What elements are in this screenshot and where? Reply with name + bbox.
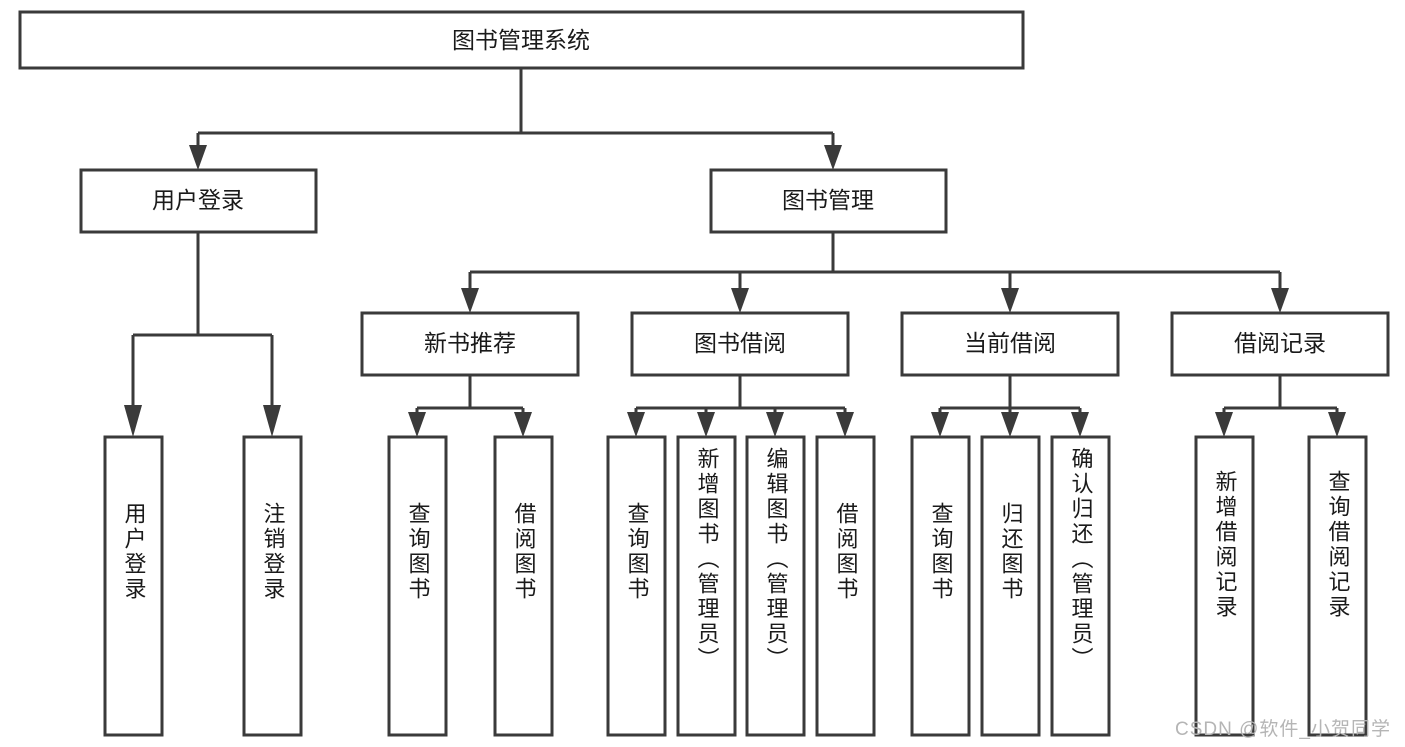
csdn-watermark: CSDN @软件_小贺同学 [1175, 719, 1391, 740]
connector-layer [124, 68, 1346, 437]
leaf-edit-book-box[interactable] [745, 435, 806, 737]
node-book-manage-label: 图书管理 [782, 187, 874, 213]
node-user-login[interactable]: 用户登录 [79, 168, 318, 234]
node-book-manage[interactable]: 图书管理 [709, 168, 948, 234]
leaf-query-book-2-box[interactable] [606, 435, 667, 737]
node-borrow-record-label: 借阅记录 [1234, 330, 1326, 356]
arrow-head-leaf-query-book-1 [408, 412, 426, 437]
leaf-borrow-book-1-box[interactable] [493, 435, 554, 737]
leaf-query-record-box[interactable] [1307, 435, 1368, 737]
arrow-head-leaf-query-book-2 [627, 412, 645, 437]
node-borrow-record-box[interactable] [1170, 311, 1390, 377]
arrow-head-book-manage [824, 145, 842, 170]
arrow-head-leaf-query-record [1328, 412, 1346, 437]
arrow-head-leaf-borrow-book-2 [836, 412, 854, 437]
leaf-add-record-box[interactable] [1194, 435, 1255, 737]
leaf-query-book-1-box[interactable] [387, 435, 448, 737]
arrow-head-leaf-edit-book [766, 412, 784, 437]
leaf-add-book-box[interactable] [676, 435, 737, 737]
arrow-head-book-borrow [731, 288, 749, 313]
node-root[interactable]: 图书管理系统 [18, 10, 1025, 70]
arrow-head-borrow-record [1271, 288, 1289, 313]
leaf-borrow-book-2-box[interactable] [815, 435, 876, 737]
node-current-borrow-label: 当前借阅 [964, 330, 1056, 356]
node-current-borrow[interactable]: 当前借阅 [900, 311, 1120, 377]
leaf-return-book-box[interactable] [980, 435, 1041, 737]
arrow-head-leaf-query-book-3 [931, 412, 949, 437]
node-new-book-recommend-label: 新书推荐 [424, 330, 516, 356]
node-book-borrow-label: 图书借阅 [694, 330, 786, 356]
node-user-login-label: 用户登录 [152, 187, 244, 213]
arrow-head-leaf-return-book [1001, 412, 1019, 437]
arrow-head-user-login [189, 145, 207, 170]
leaf-user-login-box[interactable] [103, 435, 164, 737]
leaf-query-book-3-box[interactable] [910, 435, 971, 737]
leaf-layer [103, 435, 1368, 737]
node-user-login-box[interactable] [79, 168, 318, 234]
arrow-head-current-borrow [1001, 288, 1019, 313]
arrow-head-leaf-user-logout [263, 405, 281, 437]
node-new-book-recommend[interactable]: 新书推荐 [360, 311, 580, 377]
arrow-head-new-book-recommend [461, 288, 479, 313]
arrow-head-leaf-add-record [1215, 412, 1233, 437]
node-book-manage-box[interactable] [709, 168, 948, 234]
node-current-borrow-box[interactable] [900, 311, 1120, 377]
arrow-head-leaf-borrow-book-1 [514, 412, 532, 437]
leaf-user-logout-box[interactable] [242, 435, 303, 737]
node-root-label: 图书管理系统 [452, 27, 590, 53]
arrow-head-leaf-user-login [124, 405, 142, 437]
leaf-confirm-return-box[interactable] [1050, 435, 1111, 737]
arrow-head-leaf-add-book [697, 412, 715, 437]
node-new-book-recommend-box[interactable] [360, 311, 580, 377]
node-root-box[interactable] [18, 10, 1025, 70]
arrow-head-leaf-confirm-return [1071, 412, 1089, 437]
node-book-borrow[interactable]: 图书借阅 [630, 311, 850, 377]
node-borrow-record[interactable]: 借阅记录 [1170, 311, 1390, 377]
node-book-borrow-box[interactable] [630, 311, 850, 377]
